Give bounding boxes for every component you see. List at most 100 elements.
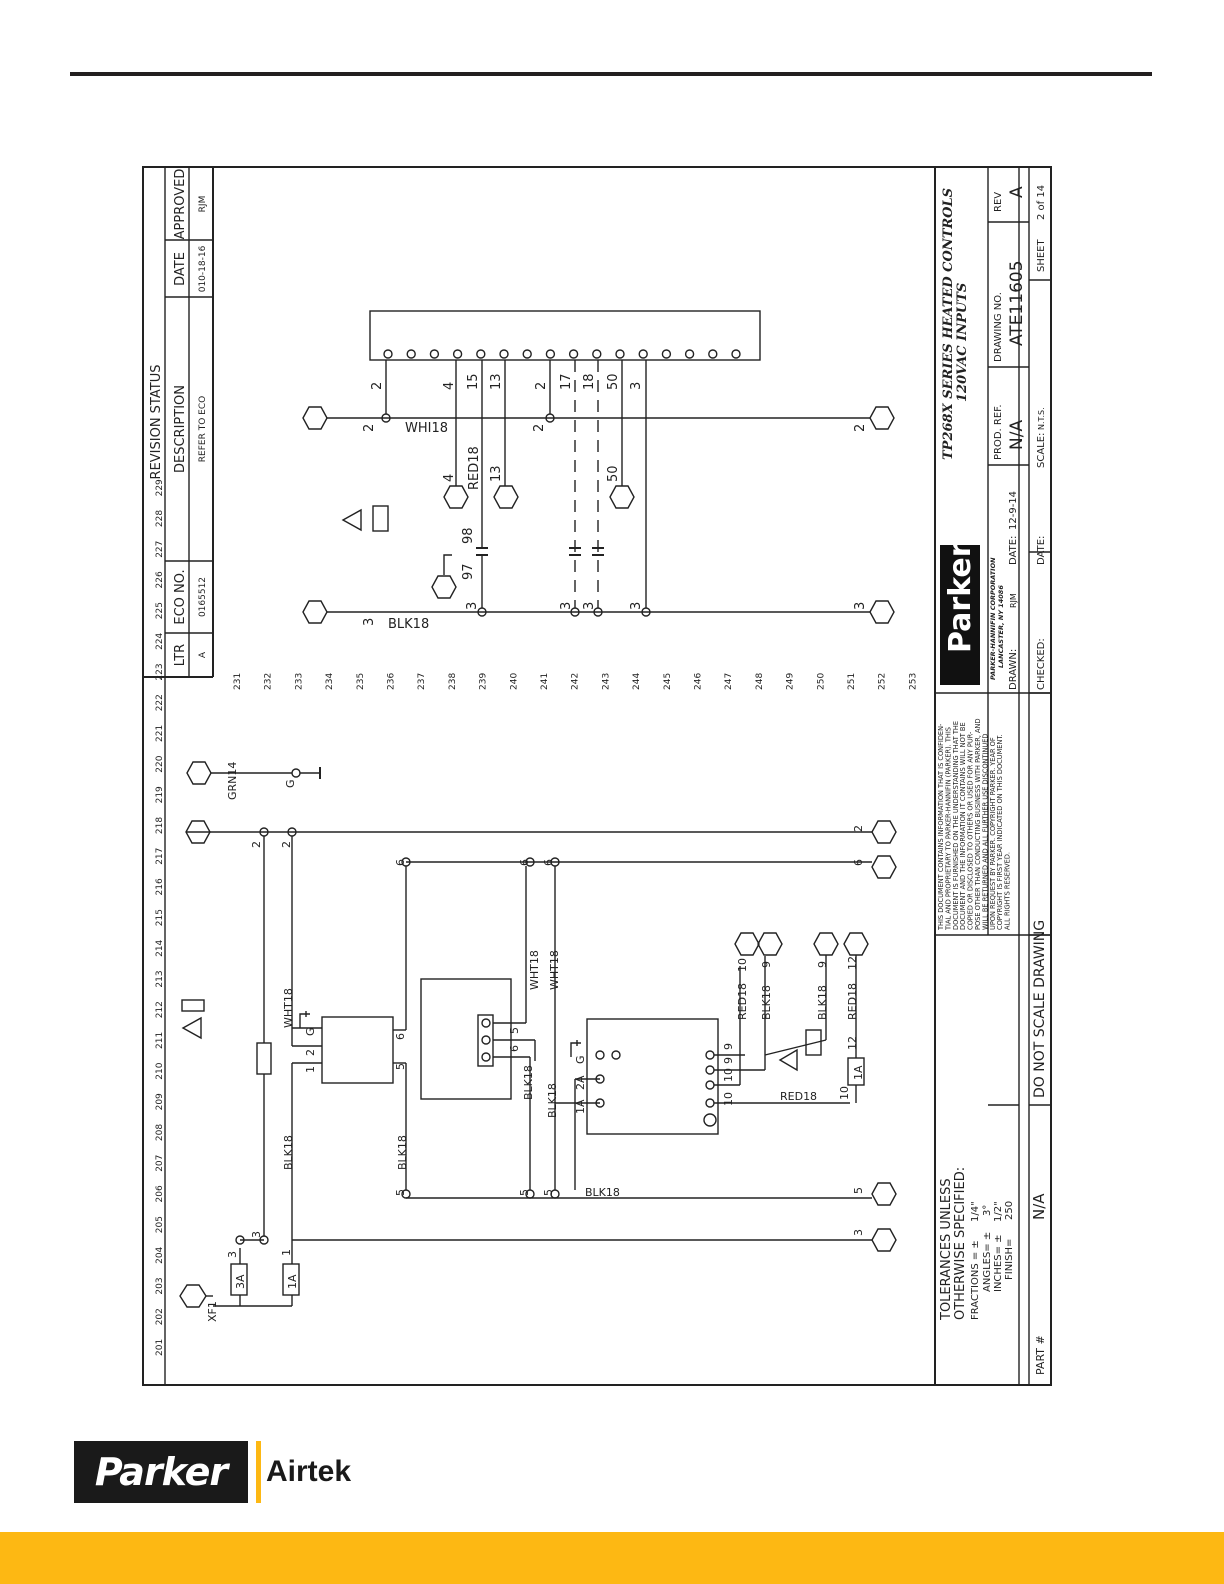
terminal-screw — [383, 349, 393, 359]
terminal-screw — [661, 349, 672, 359]
terminal-screw — [568, 349, 579, 359]
prod-ref-label: PROD. REF. — [993, 405, 1004, 461]
terminal-13-hex — [493, 485, 519, 509]
line-number: 245 — [663, 673, 673, 690]
label-tb-15: 15 — [466, 373, 481, 390]
label-5-b: 5 — [394, 1189, 407, 1196]
drawn-date-label: DATE: — [1008, 536, 1019, 565]
label-blk18-f: BLK18 — [816, 985, 829, 1020]
footer-band — [0, 1532, 1224, 1584]
confidentiality-notice-line: POSE OTHER THAN CONDUCTING BUSINESS WITH… — [974, 718, 982, 930]
line-number: 215 — [155, 909, 165, 926]
right-circuit — [302, 310, 895, 624]
line-number: 220 — [155, 755, 165, 772]
line-number: 241 — [540, 673, 550, 690]
line-number: 229 — [155, 479, 165, 496]
fuse-1a — [282, 1263, 300, 1296]
label-3a-fuse: 3A — [234, 1274, 247, 1289]
parker-logo-text: Parker — [94, 1450, 228, 1494]
line-number: 232 — [264, 673, 274, 690]
label-wht18-c: WHT18 — [548, 950, 561, 990]
label-1a-fuse-b: 1A — [852, 1065, 865, 1080]
revision-block: REVISION STATUS LTR ECO NO. DESCRIPTION … — [143, 167, 214, 678]
line-numbers-left: 2012022032042052062072082092102112122132… — [155, 479, 165, 1356]
terminal-4-hex — [443, 485, 469, 509]
terminal-block — [369, 310, 761, 361]
label-2-b: 2 — [280, 841, 293, 848]
line-number: 216 — [155, 878, 165, 895]
terminal-screw — [545, 349, 556, 359]
label-tb-13: 13 — [489, 373, 504, 390]
part-label: PART # — [1034, 1335, 1047, 1375]
terminal-9-hex-a — [757, 932, 783, 956]
heater-terminal-strip — [477, 1014, 494, 1067]
terminal-3-left — [235, 1235, 245, 1245]
line-number: 246 — [694, 673, 704, 690]
label-tb-17: 17 — [559, 373, 574, 390]
line-number: 235 — [356, 673, 366, 690]
label-2-a: 2 — [250, 841, 263, 848]
checked-date-label: DATE: — [1036, 536, 1047, 565]
rev-header-date: DATE — [173, 252, 188, 286]
line-number: 233 — [294, 673, 304, 690]
drawn-label: DRAWN: — [1008, 649, 1019, 690]
rev-row-approved: RJM — [198, 196, 208, 213]
terminal-3-hex — [871, 1228, 897, 1252]
terminal-screw — [522, 349, 532, 359]
rev-title: REVISION STATUS — [149, 365, 164, 480]
label-tb-3: 3 — [629, 382, 644, 390]
label-blk18-b: BLK18 — [396, 1135, 409, 1170]
drawing-title-2: 120VAC INPUTS — [955, 283, 970, 402]
line-number: 208 — [155, 1124, 165, 1141]
sheet-label: SHEET — [1036, 238, 1047, 272]
line-number: 247 — [724, 673, 734, 690]
label-r3-b: 3 — [559, 602, 574, 610]
prod-ref-value: N/A — [1007, 420, 1027, 450]
xf1-terminal-hex — [179, 1284, 207, 1308]
line-number: 253 — [908, 673, 918, 690]
label-r3-d: 3 — [629, 602, 644, 610]
label-98: 98 — [461, 527, 476, 544]
label-r2-a: 2 — [362, 424, 377, 432]
confidentiality-notice-line: WILL BE RETURNED AND ALL FURTHER USE DIS… — [981, 734, 989, 930]
label-5-c: 5 — [508, 1027, 521, 1034]
label-9-b: 9 — [722, 1043, 735, 1050]
rev-row-ltr: A — [198, 651, 208, 658]
confidentiality-notice-line: DOCUMENT IS FURNISHED ON THE UNDERSTANDI… — [952, 721, 960, 930]
label-r3-a: 3 — [465, 602, 480, 610]
ground-terminal — [291, 768, 301, 778]
label-r4: 4 — [442, 474, 457, 482]
label-5-f: 5 — [852, 1187, 865, 1194]
controller-module — [586, 1018, 719, 1135]
line-number: 223 — [155, 663, 165, 680]
confidentiality-notice-line: TIAL AND PROPRIETARY TO PARKER-HANNIFIN … — [944, 727, 952, 931]
line-number: 204 — [155, 1246, 165, 1263]
confidentiality-notice-line: ALL RIGHTS RESERVED. — [1004, 852, 1012, 930]
line-number: 242 — [571, 673, 581, 690]
airtek-wordmark: Airtek — [266, 1455, 352, 1488]
label-red18-b: RED18 — [846, 983, 859, 1020]
warning-triangle-icon — [181, 1016, 202, 1040]
label-wht18-b: WHT18 — [528, 950, 541, 990]
corp-name: PARKER-HANNIFIN CORPORATION — [989, 557, 997, 680]
label-blk18-r: BLK18 — [388, 617, 429, 632]
label-6-e: 6 — [542, 859, 555, 866]
parker-logo-block — [74, 1441, 248, 1503]
resistor — [256, 1042, 272, 1075]
label-2-c: 2 — [304, 1049, 317, 1056]
top-rule — [70, 72, 1152, 76]
tol-inches: INCHES= ± — [993, 1234, 1004, 1292]
label-6-d: 6 — [518, 859, 531, 866]
logo-separator — [256, 1441, 261, 1503]
line-number: 240 — [509, 673, 519, 690]
left-circuit — [179, 761, 897, 1308]
label-r2-c: 2 — [853, 424, 868, 432]
hex-233-bot — [302, 600, 328, 624]
label-grn14: GRN14 — [226, 762, 239, 800]
line-number: 209 — [155, 1093, 165, 1110]
terminal-5-hex — [871, 1182, 897, 1206]
line-number: 201 — [155, 1339, 165, 1356]
label-10-b: 10 — [722, 1068, 735, 1082]
line-number: 228 — [155, 510, 165, 527]
